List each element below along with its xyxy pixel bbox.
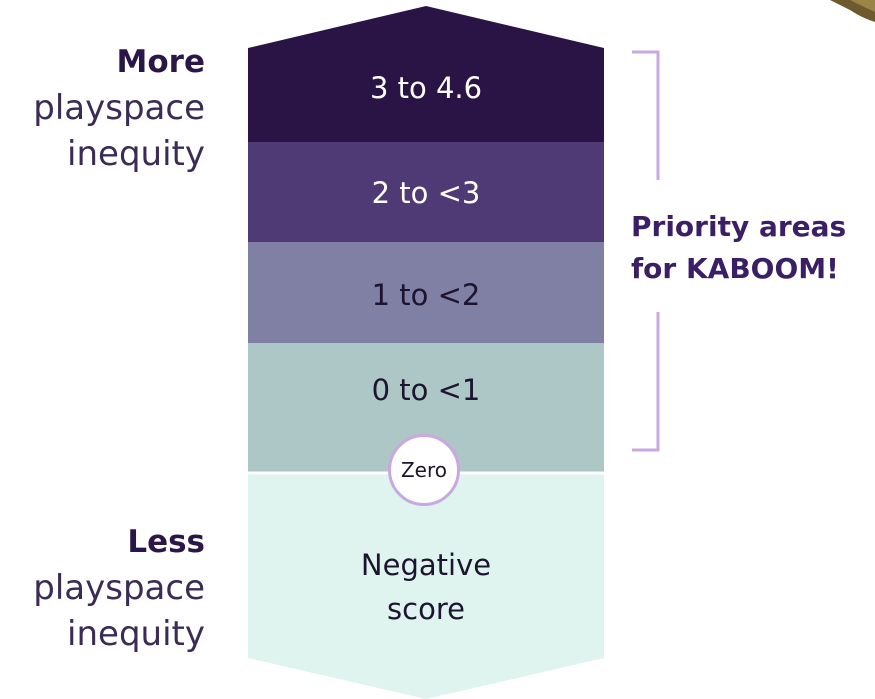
band-1-label: 3 to 4.6 [369,71,483,105]
less-label-line2: inequity [67,614,205,654]
band-3-label: 1 to <2 [371,278,481,312]
priority-areas-label: Priority areas for KABOOM! [631,206,871,290]
priority-bracket [632,50,660,452]
more-inequity-label: More playspace inequity [33,39,205,177]
zero-badge: Zero [388,434,460,506]
band-5-label-line2: score [387,592,465,626]
more-label-line2: inequity [67,134,205,174]
band-2-label: 2 to <3 [371,176,481,210]
more-label-strong: More [116,44,205,80]
bracket-top-segment [632,50,660,180]
priority-label-line1: Priority areas [631,210,847,243]
band-1-shape [248,6,604,142]
band-5-label-line1: Negative [360,548,492,582]
band-5-shape [248,473,604,699]
band-4-label: 0 to <1 [371,373,481,407]
more-label-line1: playspace [33,88,205,128]
band-3-shape [248,242,604,343]
less-label-line1: playspace [33,568,205,608]
less-inequity-label: Less playspace inequity [33,519,205,657]
priority-label-line2: for KABOOM! [631,252,839,285]
score-stack: 3 to 4.6 2 to <3 1 to <2 0 to <1 Negativ… [248,6,604,699]
band-5-label: Negative score [248,543,604,631]
score-stack-shapes [248,6,604,699]
bracket-bottom-segment [632,312,660,452]
less-label-strong: Less [127,524,205,560]
band-2-shape [248,142,604,242]
